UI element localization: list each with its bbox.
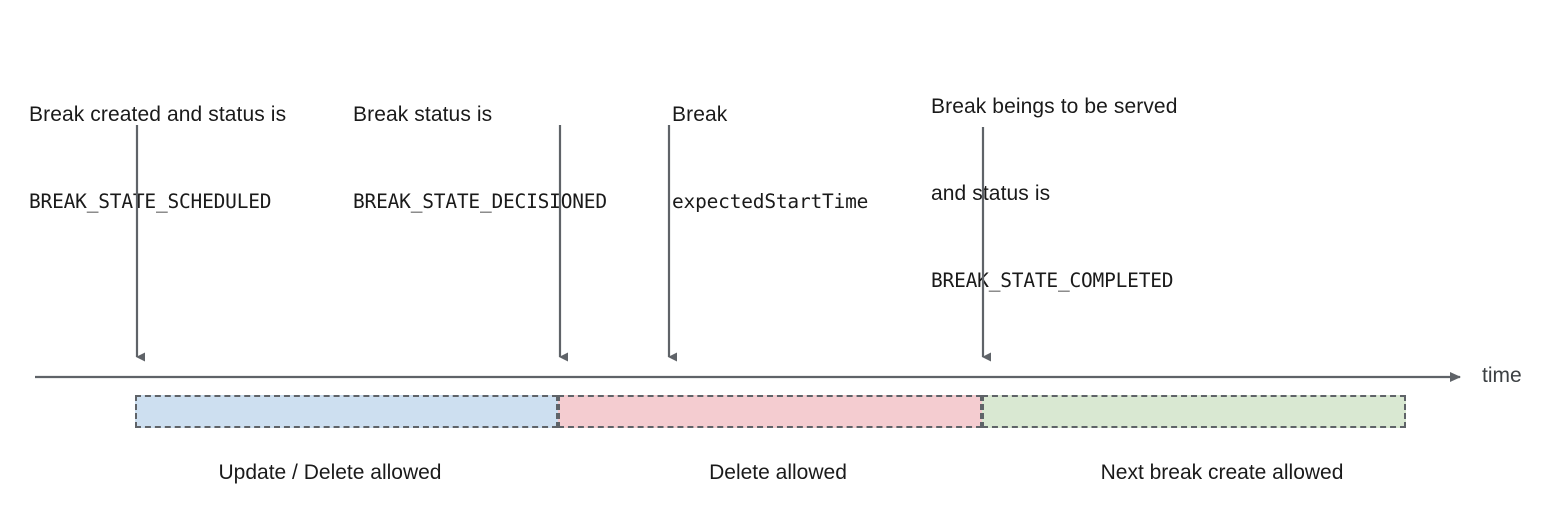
time-axis-caption: time [1482, 364, 1522, 387]
event-label-line-code: BREAK_STATE_DECISIONED [353, 190, 607, 213]
event-label-line-code: BREAK_STATE_SCHEDULED [29, 190, 272, 213]
event-label-break-decisioned: Break status is BREAK_STATE_DECISIONED [353, 42, 607, 274]
event-label-break-completed: Break beings to be served and status is … [931, 34, 1177, 353]
event-label-line: Break status is [353, 103, 493, 126]
event-label-line: and status is [931, 182, 1051, 205]
phase-bar-decisioned [558, 395, 982, 428]
event-label-line: Break [672, 103, 728, 126]
event-label-line-code: expectedStartTime [672, 190, 869, 213]
phase-bar-serving [982, 395, 1406, 428]
phase-caption-serving: Next break create allowed [1100, 461, 1344, 484]
event-label-line-code: BREAK_STATE_COMPLETED [931, 269, 1174, 292]
event-label-break-created: Break created and status is BREAK_STATE_… [29, 42, 286, 274]
phase-caption-decisioned: Delete allowed [709, 461, 847, 484]
event-label-line: Break beings to be served [931, 95, 1178, 118]
phase-bar-scheduled [135, 395, 558, 428]
phase-caption-scheduled: Update / Delete allowed [218, 461, 442, 484]
event-label-line: Break created and status is [29, 103, 287, 126]
event-label-break-expected-start-time: Break expectedStartTime [672, 42, 868, 274]
